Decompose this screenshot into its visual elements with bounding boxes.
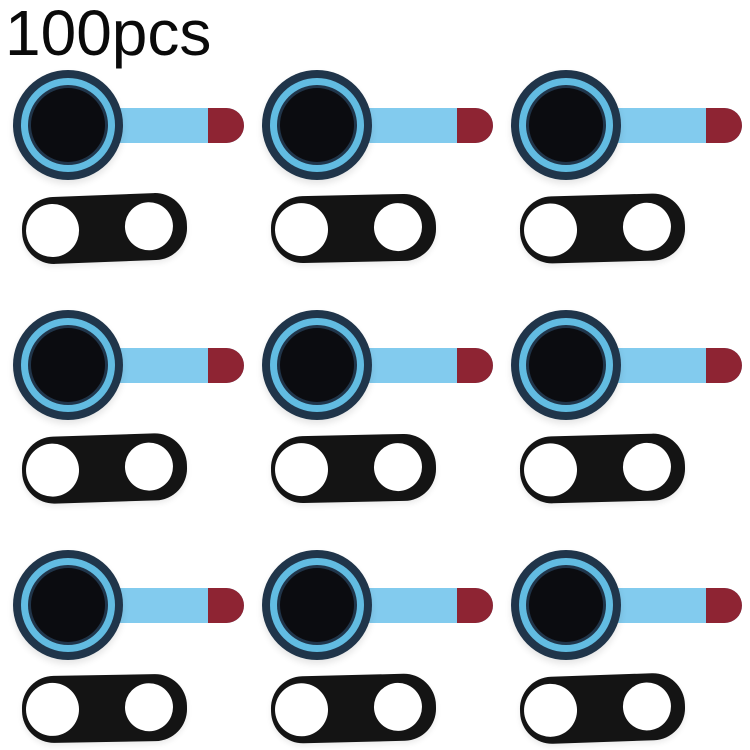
lens-hole-right [373,442,423,492]
lens-inner-dark-ring [526,565,606,645]
lens-sticker-circle [13,550,123,660]
pull-tab-red-tip [457,108,493,143]
camera-lens-cover [20,191,189,266]
pull-tab-red-tip [706,588,742,623]
camera-lens-cover [21,673,188,744]
lens-hole-left [274,682,329,737]
pull-tab-red-tip [208,348,244,383]
lens-sticker-circle [13,310,123,420]
lens-inner-dark-ring [28,565,108,645]
lens-inner-dark-ring [277,565,357,645]
lens-black-center [529,568,603,642]
lens-blue-ring [21,318,115,412]
lens-blue-ring [21,78,115,172]
lens-black-center [529,328,603,402]
lens-black-center [280,88,354,162]
lens-hole-right [124,682,174,732]
lens-sticker-circle [13,70,123,180]
lens-black-center [280,568,354,642]
lens-blue-ring [270,558,364,652]
lens-sticker-circle [511,70,621,180]
camera-lens-cover [270,433,437,504]
camera-lens-cover [270,193,437,264]
camera-lens-cover [20,432,189,505]
lens-hole-left [274,202,329,257]
lens-inner-dark-ring [526,85,606,165]
lens-sticker-unit-r3-c3 [511,550,742,745]
pull-tab-red-tip [457,348,493,383]
pull-tab-red-tip [457,588,493,623]
lens-hole-right [124,201,174,252]
pull-tab-red-tip [208,588,244,623]
lens-hole-right [373,202,423,252]
lens-black-center [529,88,603,162]
lens-blue-ring [519,558,613,652]
lens-sticker-circle [262,310,372,420]
lens-sticker-circle [511,310,621,420]
lens-sticker-unit-r3-c2 [262,550,493,745]
lens-hole-right [124,441,174,492]
lens-blue-ring [21,558,115,652]
pull-tab-red-tip [208,108,244,143]
lens-blue-ring [270,78,364,172]
camera-lens-cover [270,672,437,745]
lens-sticker-circle [511,550,621,660]
camera-lens-cover [518,672,687,745]
lens-sticker-unit-r2-c1 [13,310,244,505]
lens-inner-dark-ring [526,325,606,405]
lens-sticker-circle [262,70,372,180]
lens-hole-left [523,202,578,258]
lens-hole-left [523,682,578,738]
pull-tab-red-tip [706,348,742,383]
lens-hole-right [373,682,423,732]
lens-blue-ring [519,78,613,172]
lens-hole-right [622,442,672,492]
lens-sticker-unit-r3-c1 [13,550,244,745]
lens-hole-left [523,442,578,498]
pull-tab-red-tip [706,108,742,143]
lens-hole-right [622,681,672,732]
lens-hole-left [25,202,81,258]
lens-black-center [31,568,105,642]
lens-sticker-unit-r2-c2 [262,310,493,505]
camera-lens-cover [519,192,686,265]
lens-hole-left [25,682,80,737]
lens-hole-left [25,442,80,498]
lens-inner-dark-ring [277,325,357,405]
lens-sticker-unit-r1-c2 [262,70,493,265]
lens-hole-left [274,442,329,497]
lens-hole-right [622,202,672,252]
lens-inner-dark-ring [28,325,108,405]
camera-lens-cover [519,432,686,505]
lens-black-center [31,328,105,402]
lens-blue-ring [270,318,364,412]
lens-sticker-unit-r2-c3 [511,310,742,505]
lens-blue-ring [519,318,613,412]
lens-sticker-unit-r1-c1 [13,70,244,266]
quantity-label: 100pcs [5,0,212,69]
lens-black-center [280,328,354,402]
lens-black-center [31,88,105,162]
lens-inner-dark-ring [277,85,357,165]
lens-sticker-unit-r1-c3 [511,70,742,265]
lens-inner-dark-ring [28,85,108,165]
lens-sticker-circle [262,550,372,660]
